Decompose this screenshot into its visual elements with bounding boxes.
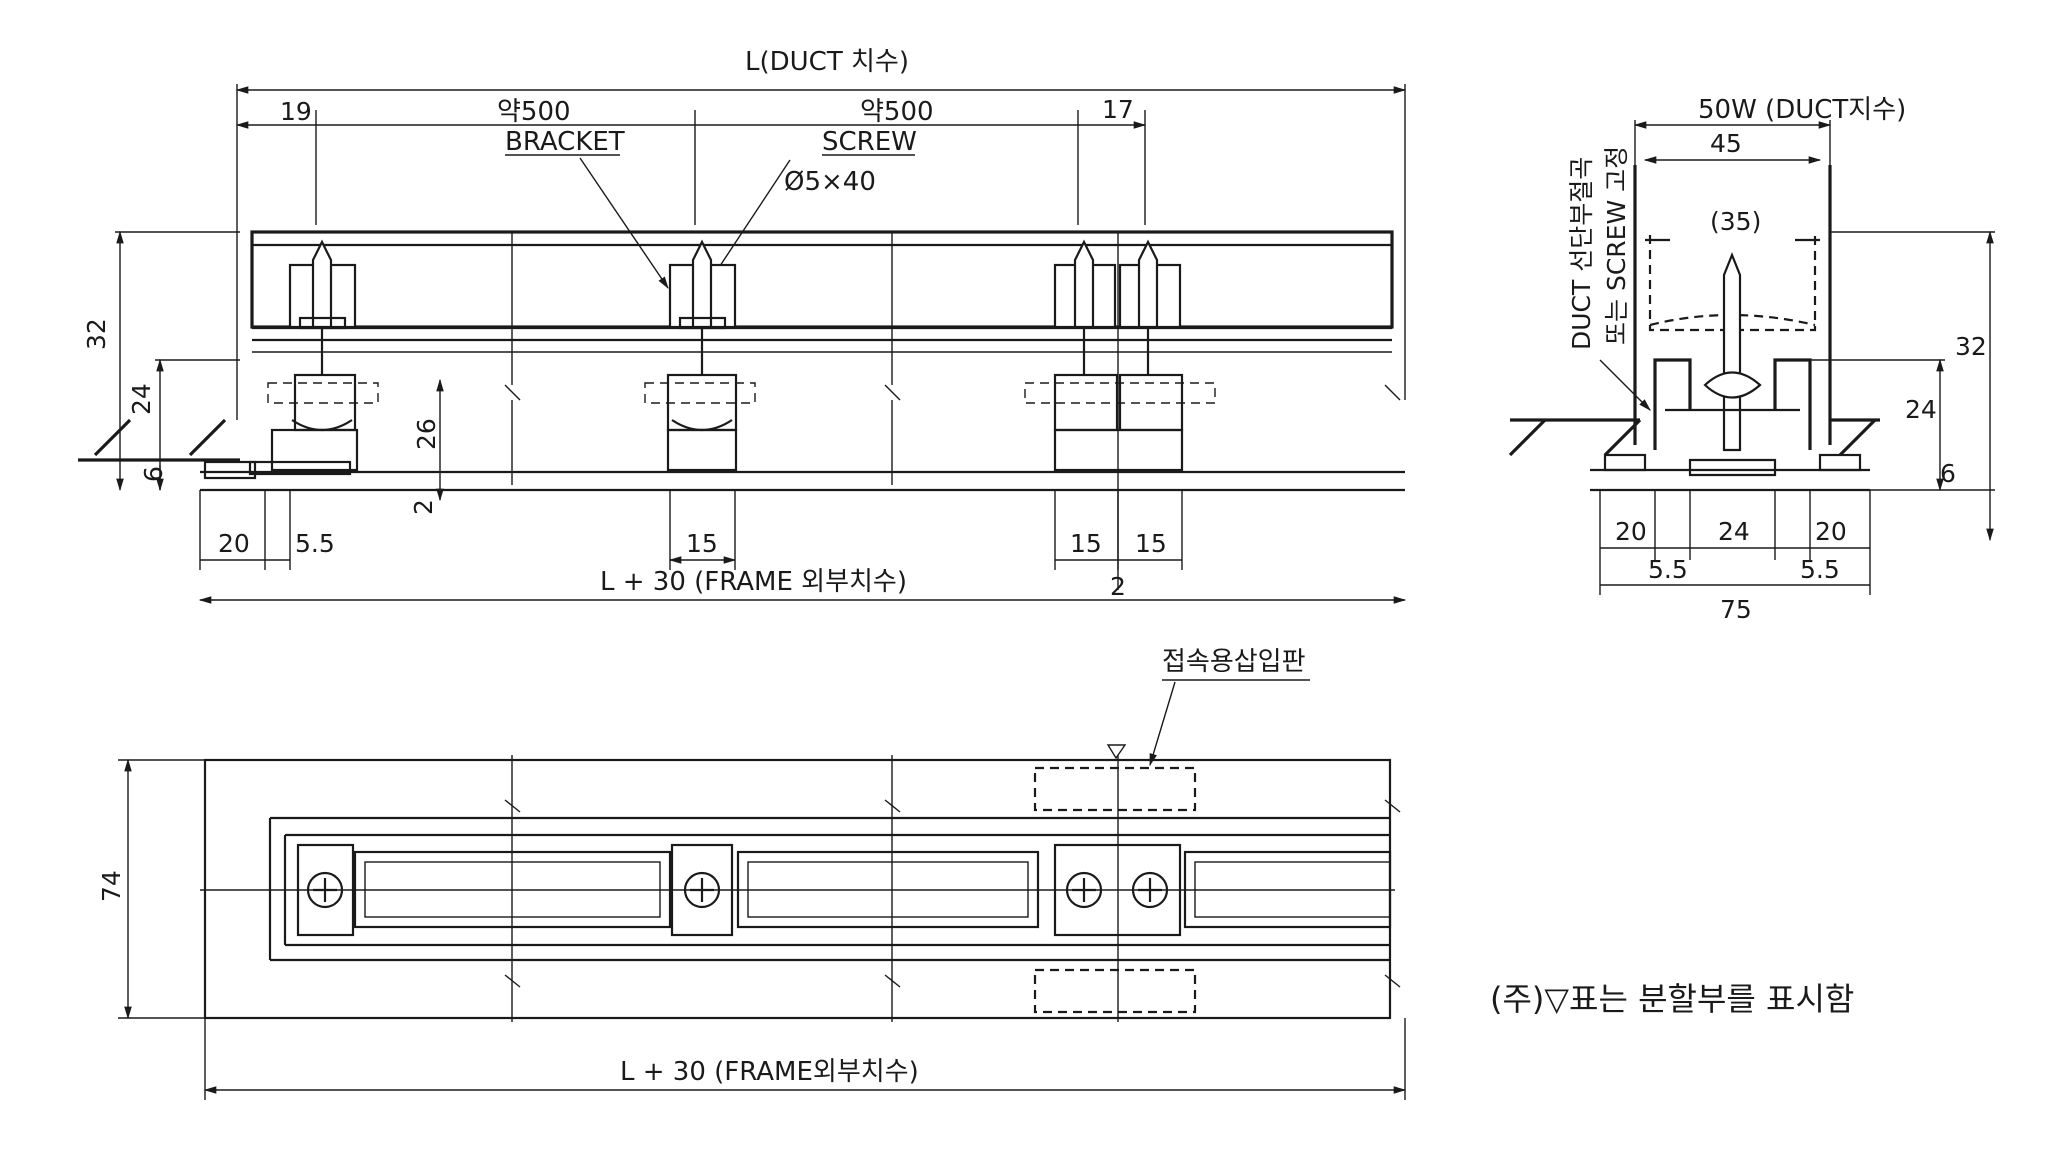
dim-35: (35) (1710, 207, 1761, 236)
side-dim-5-5-left: 5.5 (1648, 555, 1688, 584)
connector-plate-label: 접속용삽입판 (1162, 647, 1306, 677)
side-dim-32: 32 (1955, 332, 1987, 361)
dim-45: 45 (1710, 129, 1742, 158)
duct-width-label: 50W (DUCT지수) (1698, 95, 1906, 125)
side-dim-5-5-right: 5.5 (1800, 555, 1840, 584)
dim-15-c: 15 (1135, 529, 1167, 558)
dim-2-bottom: 2 (1110, 572, 1126, 601)
side-dim-24: 24 (1905, 395, 1937, 424)
side-note-line1: DUCT 선단부절곡 (1567, 157, 1596, 350)
dim-26: 26 (412, 418, 441, 450)
dim-6: 6 (139, 466, 168, 482)
dim-17: 17 (1102, 95, 1134, 124)
screw-label: SCREW (822, 127, 917, 157)
screw-size-label: Ø5×40 (784, 167, 876, 197)
division-note: (주)▽표는 분할부를 표시함 (1490, 980, 1854, 1018)
dim-15-b: 15 (1070, 529, 1102, 558)
plan-frame-length-label: L + 30 (FRAME외부치수) (620, 1057, 919, 1087)
approx-500-left: 약500 (497, 97, 571, 127)
side-dim-24-mid: 24 (1718, 517, 1750, 546)
approx-500-right: 약500 (860, 97, 934, 127)
side-dim-75: 75 (1720, 595, 1752, 624)
duct-length-label: L(DUCT 치수) (745, 47, 909, 77)
plan-view: 접속용삽입판 (97, 647, 1407, 1100)
bracket-2 (644, 239, 756, 472)
dim-74: 74 (97, 870, 126, 902)
side-note-line2: 또는 SCREW 고정 (1602, 146, 1631, 345)
dim-19: 19 (280, 97, 312, 126)
side-dim-6: 6 (1940, 459, 1956, 488)
dim-32: 32 (82, 318, 111, 350)
dim-15-a: 15 (686, 529, 718, 558)
dim-24: 24 (127, 383, 156, 415)
front-view: L(DUCT 치수) 19 약500 약500 17 BRACKET SCREW… (78, 47, 1407, 604)
bracket-label: BRACKET (505, 127, 625, 157)
frame-length-label: L + 30 (FRAME 외부치수) (600, 567, 907, 597)
side-dim-20-right: 20 (1815, 517, 1847, 546)
dim-20: 20 (218, 529, 250, 558)
dim-2-vertical: 2 (409, 499, 438, 515)
dim-5-5: 5.5 (295, 529, 335, 558)
side-dim-20-left: 20 (1615, 517, 1647, 546)
side-view: 50W (DUCT지수) 45 (35) DUCT (1508, 95, 1995, 624)
bracket-1 (248, 239, 379, 476)
bracket-3 (1024, 232, 1216, 590)
